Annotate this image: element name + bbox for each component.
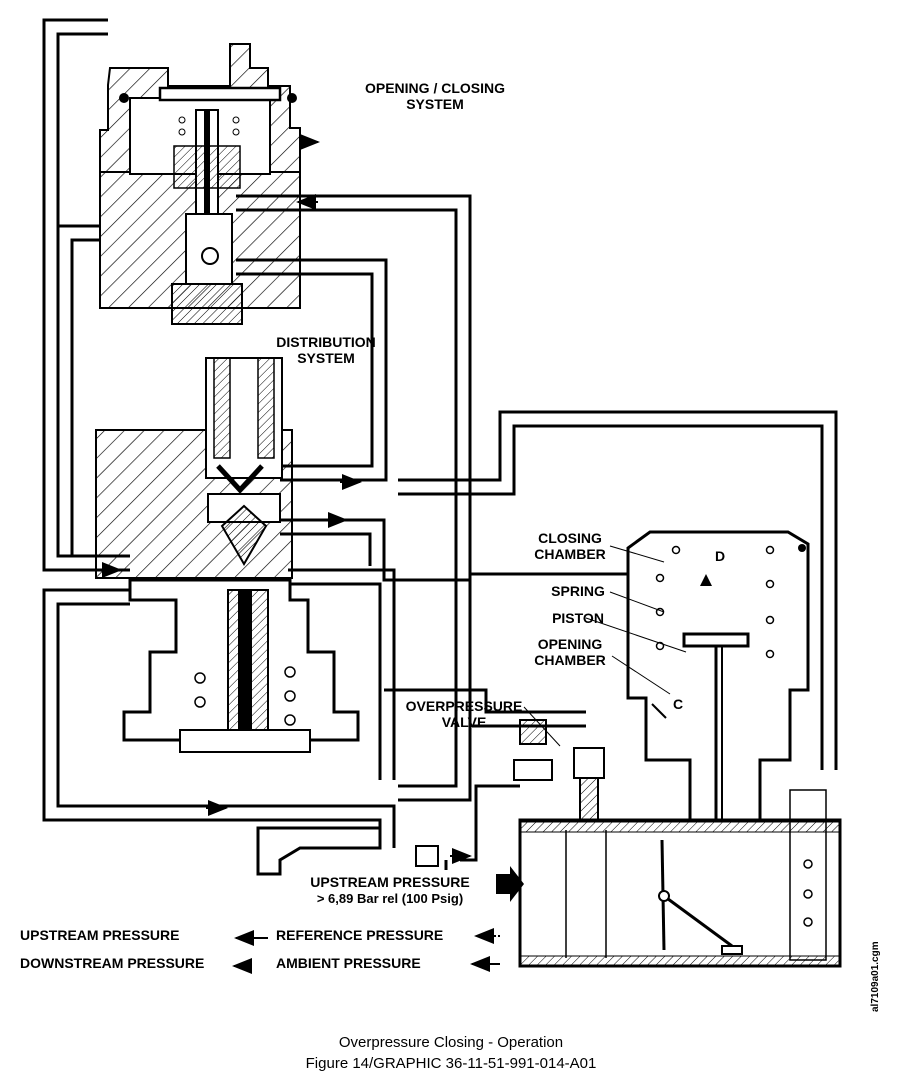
drawing-code: al7109a01.cgm [870,941,881,1012]
upstream-pressure-label: UPSTREAM PRESSURE [310,874,469,890]
chamber-c-label: C [673,696,683,712]
legend: UPSTREAM PRESSURE DOWNSTREAM PRESSURE RE… [20,927,443,971]
main-duct [518,789,842,968]
lower-housing [122,578,360,816]
opening-closing-label-line2: SYSTEM [406,96,464,112]
distribution-label-line1: DISTRIBUTION [276,334,376,350]
overpressure-valve [513,719,605,827]
legend-ambient-pressure: AMBIENT PRESSURE [276,955,421,971]
legend-downstream-pressure: DOWNSTREAM PRESSURE [20,955,204,971]
closing-chamber-label-line2: CHAMBER [534,546,606,562]
upstream-inlet [256,826,524,902]
legend-arrows [232,928,500,974]
leader-lines [523,545,687,747]
opening-chamber-label-line1: OPENING [538,636,603,652]
pneumatic-lines [42,18,838,870]
figure-title: Overpressure Closing - Operation [338,1034,564,1051]
closing-chamber-label-line1: CLOSING [538,530,602,546]
diagram-labels: OPENING / CLOSING SYSTEM DISTRIBUTION SY… [276,80,725,906]
distribution-system [95,357,362,579]
overpressure-valve-label-line2: VALVE [442,714,487,730]
spring-label: SPRING [551,583,605,599]
piston-label: PISTON [552,610,604,626]
chamber-d-label: D [715,548,725,564]
overpressure-valve-label-line1: OVERPRESSURE [406,698,523,714]
upstream-big-arrow-icon [496,866,524,902]
actuator [626,530,810,832]
opening-closing-label-line1: OPENING / CLOSING [365,80,505,96]
distribution-label-line2: SYSTEM [297,350,355,366]
upstream-pressure-value: > 6,89 Bar rel (100 Psig) [317,891,463,906]
opening-closing-system [99,43,320,325]
legend-reference-pressure: REFERENCE PRESSURE [276,927,443,943]
opening-chamber-label-line2: CHAMBER [534,652,606,668]
figure-number: Figure 14/GRAPHIC 36-11-51-991-014-A01 [305,1055,597,1072]
legend-upstream-pressure: UPSTREAM PRESSURE [20,927,179,943]
